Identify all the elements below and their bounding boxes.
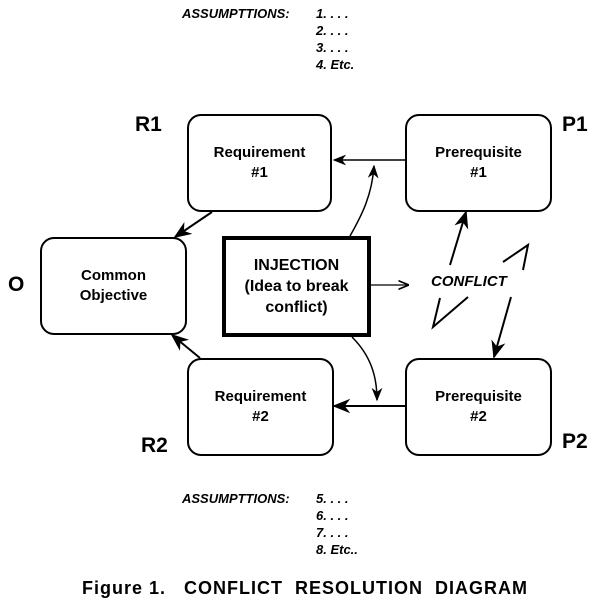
node-line: #2 (470, 408, 487, 425)
arrow-conflict-to-p2 (491, 296, 512, 359)
tag-p1: P1 (562, 113, 588, 136)
arrow-r1-to-objective (173, 211, 213, 239)
assumptions-list: 5. . . . 6. . . . 7. . . . 8. Etc.. (316, 490, 358, 558)
assumption-item: 8. Etc.. (316, 542, 358, 557)
arrow-injection-to-bottom-link (351, 336, 383, 402)
assumption-item: 5. . . . (316, 491, 349, 506)
node-line: INJECTION (253, 257, 340, 274)
node-line: Requirement (214, 388, 307, 405)
tag-p2: P2 (562, 430, 588, 453)
node-line: #2 (252, 408, 269, 425)
node-line: #1 (251, 164, 268, 181)
node-line: #1 (470, 164, 487, 181)
node-line: Requirement (213, 144, 306, 161)
node-requirement-2[interactable]: Requirement #2 (187, 358, 334, 456)
node-prerequisite-2[interactable]: Prerequisite #2 (405, 358, 552, 456)
arrow-conflict-lower-left (431, 296, 469, 330)
assumption-item: 6. . . . (316, 508, 349, 523)
assumption-item: 1. . . . (316, 6, 349, 21)
arrow-conflict-to-p1 (449, 210, 469, 266)
assumption-item: 2. . . . (316, 23, 349, 38)
node-line: Objective (79, 287, 148, 304)
node-injection[interactable]: INJECTION (Idea to break conflict) (222, 236, 371, 337)
arrow-r2-to-objective (170, 333, 201, 359)
node-common-objective[interactable]: Common Objective (40, 237, 187, 335)
node-line: Common (81, 267, 146, 284)
assumption-item: 7. . . . (316, 525, 349, 540)
arrow-injection-to-top-link (349, 164, 379, 237)
node-line: conflict) (265, 299, 328, 316)
arrow-conflict-upper-right (502, 242, 530, 271)
conflict-label: CONFLICT (431, 273, 507, 290)
node-line: Prerequisite (435, 388, 522, 405)
assumption-item: 4. Etc. (316, 57, 355, 72)
tag-r2: R2 (141, 434, 168, 457)
tag-r1: R1 (135, 113, 162, 136)
assumption-item: 3. . . . (316, 40, 349, 55)
assumptions-title: ASSUMPTTIONS: (182, 491, 290, 506)
assumptions-title: ASSUMPTTIONS: (182, 6, 290, 21)
node-prerequisite-1[interactable]: Prerequisite #1 (405, 114, 552, 212)
node-line: (Idea to break (244, 278, 349, 295)
assumptions-list: 1. . . . 2. . . . 3. . . . 4. Etc. (316, 5, 354, 73)
node-requirement-1[interactable]: Requirement #1 (187, 114, 332, 212)
tag-objective: O (8, 273, 25, 296)
node-line: Prerequisite (435, 144, 522, 161)
figure-caption: Figure 1. CONFLICT RESOLUTION DIAGRAM (82, 578, 528, 598)
